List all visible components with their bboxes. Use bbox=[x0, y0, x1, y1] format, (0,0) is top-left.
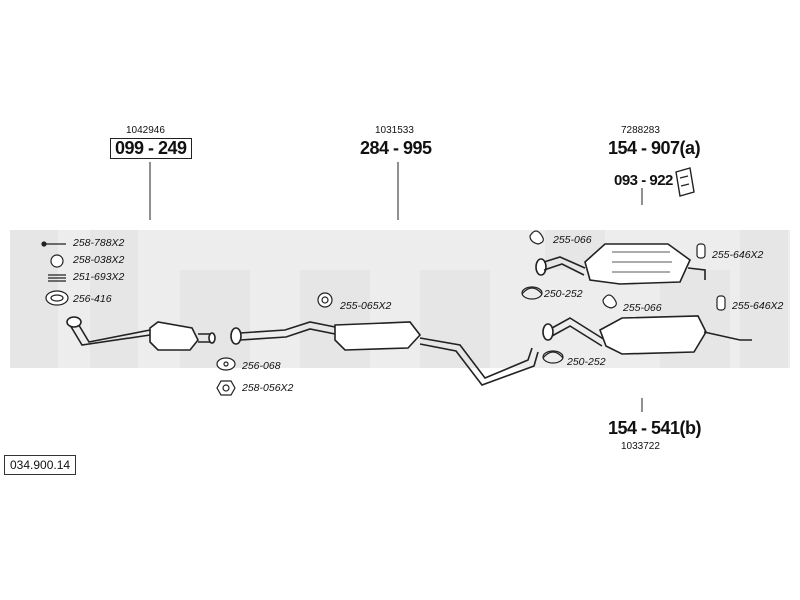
middle-ref-number: 1031533 bbox=[375, 125, 414, 136]
leader-lines bbox=[149, 162, 643, 412]
part-label-255-646-top: 255-646X2 bbox=[712, 249, 764, 261]
part-label-255-066-bottom: 255-066 bbox=[623, 302, 662, 314]
bracket-part-number[interactable]: 093 - 922 bbox=[614, 172, 673, 189]
part-label-256-416: 256-416 bbox=[73, 293, 112, 305]
part-label-250-252-bottom: 250-252 bbox=[567, 356, 606, 368]
part-label-258-056: 258-056X2 bbox=[242, 382, 294, 394]
rear-a-part-number[interactable]: 154 - 907(a) bbox=[608, 138, 701, 158]
part-label-255-066-top: 255-066 bbox=[553, 234, 592, 246]
front-pipe-catalyst bbox=[66, 316, 216, 351]
rear-b-ref-number: 1033722 bbox=[621, 441, 660, 452]
part-label-251-693: 251-693X2 bbox=[73, 271, 125, 283]
bracket-icon bbox=[675, 167, 695, 197]
part-label-250-252-top: 250-252 bbox=[544, 288, 583, 300]
small-parts-icons bbox=[41, 241, 69, 306]
rear-a-ref-number: 7288283 bbox=[621, 125, 660, 136]
part-label-255-065: 255-065X2 bbox=[340, 300, 392, 312]
clamps-hangers bbox=[216, 230, 726, 396]
diagram-code-box: 034.900.14 bbox=[4, 455, 77, 475]
middle-part-number[interactable]: 284 - 995 bbox=[360, 138, 432, 158]
part-label-258-038: 258-038X2 bbox=[73, 254, 125, 266]
rear-muffler-b bbox=[542, 315, 752, 355]
rear-b-part-number[interactable]: 154 - 541(b) bbox=[608, 418, 702, 438]
middle-pipe-muffler bbox=[230, 321, 539, 386]
rear-muffler-a bbox=[535, 243, 706, 285]
front-ref-number: 1042946 bbox=[126, 125, 165, 136]
front-part-number[interactable]: 099 - 249 bbox=[110, 138, 192, 159]
part-label-258-788: 258-788X2 bbox=[73, 237, 125, 249]
part-label-256-068: 256-068 bbox=[242, 360, 281, 372]
part-label-255-646-bottom: 255-646X2 bbox=[732, 300, 784, 312]
